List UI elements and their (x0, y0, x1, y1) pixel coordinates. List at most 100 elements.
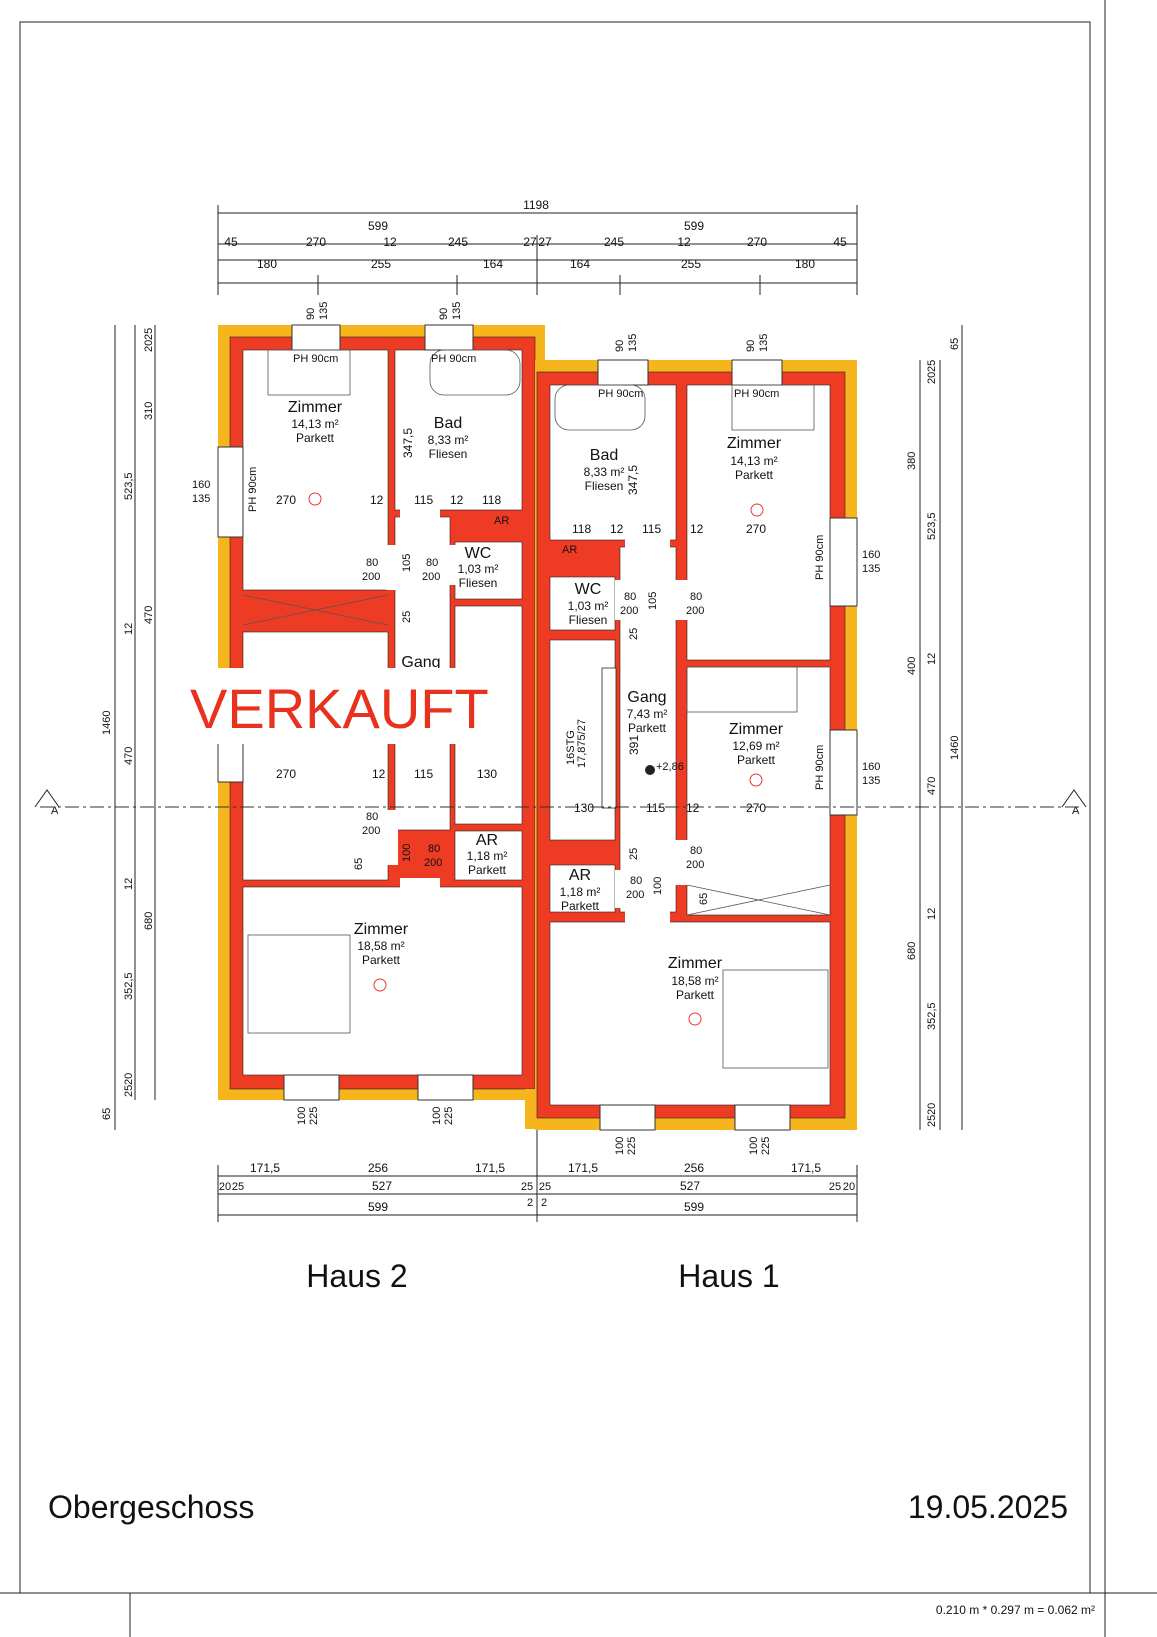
svg-text:Fliesen: Fliesen (585, 479, 624, 493)
svg-text:523,5: 523,5 (926, 512, 938, 540)
svg-text:12: 12 (123, 878, 135, 890)
svg-text:130: 130 (477, 767, 497, 781)
room-name: Zimmer (354, 921, 409, 938)
svg-text:680: 680 (906, 942, 918, 960)
room-zimmer-mid (686, 666, 831, 916)
house-label-haus-1: Haus 1 (678, 1258, 779, 1294)
room-name: AR (569, 867, 591, 884)
svg-text:115: 115 (646, 801, 665, 815)
room-name: Zimmer (729, 721, 784, 738)
svg-text:Parkett: Parkett (737, 753, 776, 767)
house-label-haus-2: Haus 2 (306, 1258, 407, 1294)
svg-text:680: 680 (143, 912, 155, 930)
window (829, 729, 858, 816)
svg-text:135: 135 (758, 334, 770, 352)
svg-text:135: 135 (451, 302, 463, 320)
svg-text:80: 80 (690, 591, 702, 603)
svg-text:1460: 1460 (949, 736, 961, 760)
window-labels: 90 135 90 135 90 135 90 135 160 135 160 … (192, 302, 880, 1155)
svg-text:90: 90 (614, 340, 626, 352)
doorway (615, 870, 623, 908)
window (217, 446, 244, 538)
svg-text:Parkett: Parkett (676, 988, 715, 1002)
svg-text:PH 90cm: PH 90cm (734, 388, 779, 400)
svg-text:20: 20 (926, 1103, 938, 1115)
bed (731, 384, 815, 431)
svg-text:270: 270 (276, 493, 296, 507)
svg-text:160: 160 (862, 549, 880, 561)
svg-text:100: 100 (296, 1107, 308, 1125)
svg-text:25: 25 (539, 1181, 551, 1193)
svg-text:115: 115 (414, 493, 433, 507)
svg-text:171,5: 171,5 (475, 1161, 505, 1175)
svg-text:PH 90cm: PH 90cm (814, 745, 826, 790)
stair-well (601, 667, 617, 809)
ceiling-light-icon (373, 978, 387, 992)
top-dimensions: 1198 599 599 45 270 12 245 27 27 245 12 … (217, 198, 858, 295)
svg-text:80: 80 (426, 557, 438, 569)
dim: 270 (747, 235, 767, 249)
svg-text:135: 135 (862, 563, 880, 575)
svg-text:470: 470 (123, 747, 135, 765)
dim: 12 (677, 235, 691, 249)
svg-text:+2,86: +2,86 (656, 761, 684, 773)
bed (722, 969, 829, 1069)
svg-text:171,5: 171,5 (791, 1161, 821, 1175)
svg-text:8,33 m²: 8,33 m² (428, 433, 469, 447)
dim-total-width: 1198 (523, 198, 549, 212)
room-wc (549, 576, 616, 631)
wardrobe (242, 594, 389, 626)
doorway (674, 580, 689, 620)
level-marker-icon (645, 765, 655, 775)
svg-text:115: 115 (642, 522, 661, 536)
room-name: WC (575, 581, 602, 598)
dim: 245 (604, 235, 624, 249)
room-name: Bad (434, 415, 462, 432)
left-dimensions: 25 20 310 523,5 12 470 1460 470 12 680 3… (101, 325, 156, 1130)
svg-text:20: 20 (123, 1073, 135, 1085)
svg-text:12: 12 (370, 493, 384, 507)
svg-text:599: 599 (368, 1200, 388, 1214)
svg-text:100: 100 (748, 1137, 760, 1155)
svg-text:90: 90 (438, 308, 450, 320)
svg-text:160: 160 (192, 479, 210, 491)
plan-date: 19.05.2025 (908, 1489, 1068, 1525)
svg-text:100: 100 (614, 1137, 626, 1155)
svg-text:225: 225 (308, 1107, 320, 1125)
svg-text:200: 200 (620, 605, 638, 617)
svg-text:100: 100 (652, 877, 664, 895)
room-name: AR (476, 832, 498, 849)
room-bad (394, 349, 523, 511)
dim: 45 (833, 235, 847, 249)
svg-text:25: 25 (232, 1181, 244, 1193)
dim: 45 (224, 235, 238, 249)
svg-text:25: 25 (521, 1181, 533, 1193)
svg-text:Parkett: Parkett (468, 863, 507, 877)
room-zimmer-top (686, 384, 831, 661)
svg-text:118: 118 (572, 522, 591, 536)
ceiling-light-icon (688, 1012, 702, 1026)
window (731, 359, 783, 386)
svg-text:135: 135 (862, 775, 880, 787)
svg-text:17,875/27: 17,875/27 (576, 719, 588, 768)
svg-text:270: 270 (746, 522, 766, 536)
svg-text:391: 391 (627, 735, 641, 755)
svg-text:100: 100 (401, 844, 413, 862)
svg-text:20: 20 (843, 1181, 855, 1193)
svg-text:599: 599 (684, 1200, 704, 1214)
room-bad (549, 384, 677, 541)
sheet-size: 0.210 m * 0.297 m = 0.062 m² (936, 1603, 1095, 1617)
svg-text:20: 20 (219, 1181, 231, 1193)
window (291, 324, 341, 351)
svg-text:Fliesen: Fliesen (459, 576, 498, 590)
svg-text:1,18 m²: 1,18 m² (560, 885, 601, 899)
svg-text:25: 25 (829, 1181, 841, 1193)
room-zimmer-top (242, 349, 389, 591)
dim: 180 (795, 257, 815, 271)
svg-text:225: 225 (626, 1137, 638, 1155)
svg-text:PH 90cm: PH 90cm (598, 388, 643, 400)
svg-text:105: 105 (401, 554, 413, 572)
window (829, 517, 858, 607)
dim: 599 (368, 219, 388, 233)
svg-text:200: 200 (686, 605, 704, 617)
